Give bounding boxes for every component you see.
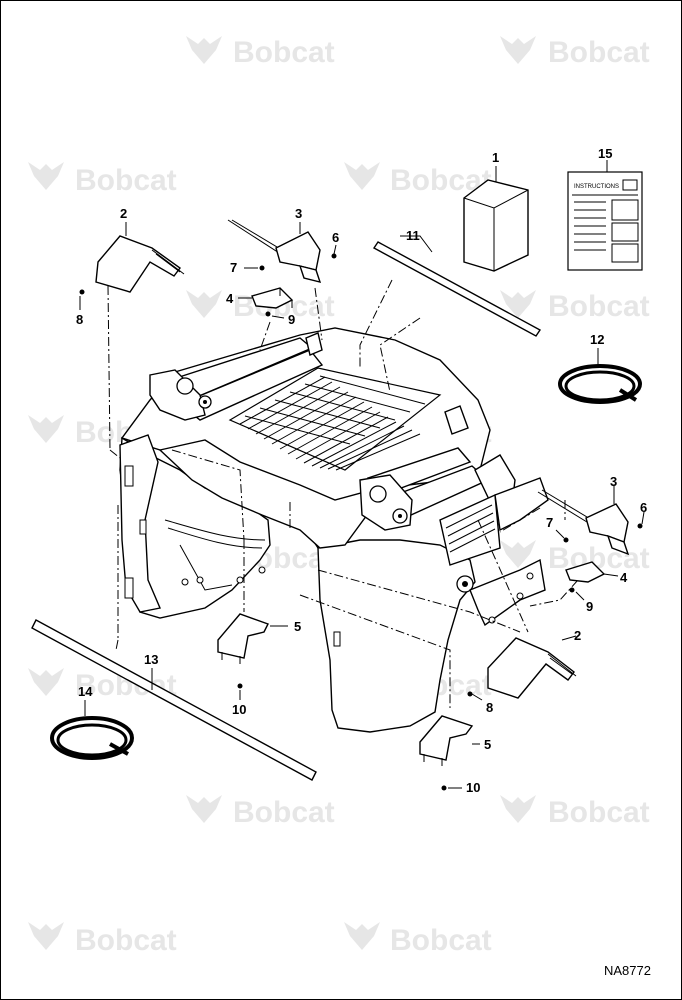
callout-9: 9 <box>288 312 295 327</box>
radiator-grille <box>228 367 442 471</box>
callout-6: 6 <box>332 230 339 245</box>
right-lower-details <box>333 558 546 647</box>
callout-15: 15 <box>598 146 612 161</box>
part-14-seal-coil <box>50 700 134 760</box>
callout-10: 10 <box>466 780 480 795</box>
part-4-clip-top <box>238 287 294 309</box>
part-12-seal-coil <box>558 348 642 404</box>
callout-7: 7 <box>230 260 237 275</box>
watermark: Bobcat <box>186 795 335 829</box>
callout-8: 8 <box>486 700 493 715</box>
callout-12: 12 <box>590 332 604 347</box>
callout-14: 14 <box>78 684 93 699</box>
watermark: Bobcat <box>186 36 335 69</box>
chassis-assembly <box>119 327 549 733</box>
watermark: Bobcat <box>28 922 177 957</box>
cross-panel <box>158 439 379 549</box>
watermark: Bobcat <box>500 290 650 323</box>
watermark-text: Bobcat <box>75 164 177 197</box>
callout-3: 3 <box>610 474 617 489</box>
left-lift-arm <box>149 337 324 421</box>
callout-7: 7 <box>546 515 553 530</box>
part-2-shield-left <box>95 222 185 293</box>
watermark-text: Bobcat <box>233 36 335 69</box>
right-lift-arm <box>359 447 516 531</box>
callout-2: 2 <box>574 628 581 643</box>
callout-4: 4 <box>620 570 628 585</box>
part-4-clip-right <box>565 561 619 583</box>
top-bracket-left <box>305 332 323 356</box>
instructions-heading: INSTRUCTIONS <box>574 184 619 190</box>
callout-11: 11 <box>406 228 420 243</box>
watermark: Bobcat <box>500 36 650 69</box>
part-11-seal-strip <box>372 235 542 337</box>
part-1-box <box>463 166 529 272</box>
part-13-seal-strip <box>31 619 317 781</box>
assembly-lines <box>107 279 579 708</box>
hardware-bolts <box>79 244 645 791</box>
part-3-bracket-right <box>537 486 630 556</box>
callout-4: 4 <box>226 291 234 306</box>
part-15-instructions: INSTRUCTIONS <box>567 160 643 271</box>
callout-1: 1 <box>492 150 499 165</box>
callout-8: 8 <box>76 312 83 327</box>
watermark-text: Bobcat <box>548 290 650 323</box>
part-3-bracket-top <box>227 219 322 283</box>
chassis-right-side <box>317 539 476 733</box>
callout-2: 2 <box>120 206 127 221</box>
part-5-plate-right <box>419 715 480 766</box>
rear-grille-panel <box>439 477 549 566</box>
callout-5: 5 <box>484 737 491 752</box>
callout-5: 5 <box>294 619 301 634</box>
watermark: Bobcat <box>28 162 177 197</box>
watermark-text: Bobcat <box>233 796 335 829</box>
top-bracket-right <box>444 405 469 435</box>
watermark: Bobcat <box>344 922 492 957</box>
callout-10: 10 <box>232 702 246 717</box>
callout-13: 13 <box>144 652 158 667</box>
watermark-text: Bobcat <box>75 924 177 957</box>
watermark-text: Bobcat <box>390 924 492 957</box>
callout-6: 6 <box>640 500 647 515</box>
callout-labels: 1 2 2 3 3 4 4 5 5 6 6 7 7 8 8 9 9 10 10 … <box>76 146 647 795</box>
part-5-plate-left <box>217 613 288 664</box>
watermark: Bobcat <box>500 795 650 829</box>
watermark-text: Bobcat <box>548 36 650 69</box>
drawing-number: NA8772 <box>604 963 651 978</box>
left-lower-details <box>124 465 266 599</box>
callout-3: 3 <box>295 206 302 221</box>
part-2-shield-right <box>487 635 577 699</box>
watermark-text: Bobcat <box>548 796 650 829</box>
callout-9: 9 <box>586 599 593 614</box>
